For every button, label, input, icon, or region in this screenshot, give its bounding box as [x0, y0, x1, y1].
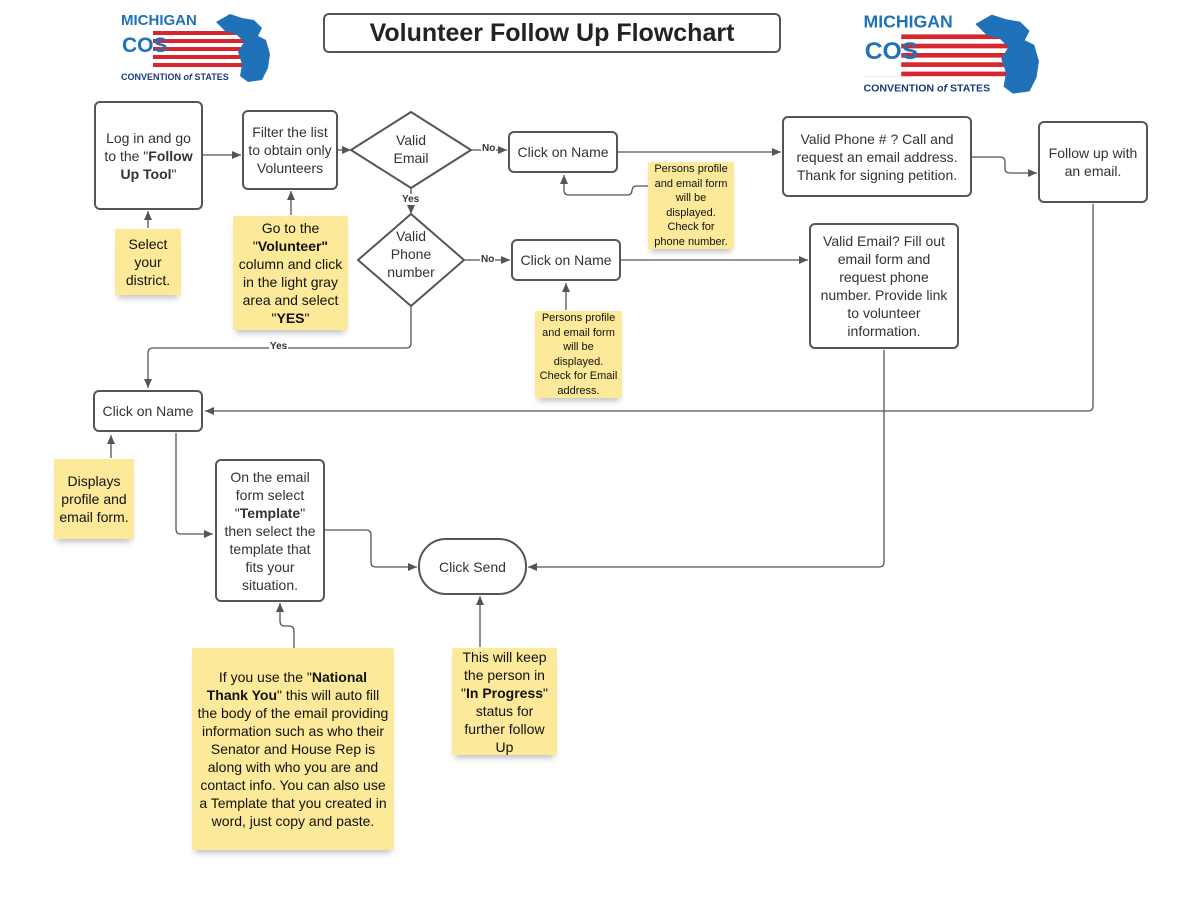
- michigan-map-icon: [975, 14, 1039, 94]
- note-national-text-bold: National Thank You: [206, 669, 368, 703]
- edge-template-send: [325, 529, 417, 571]
- node-click-name-2: Click on Name: [511, 239, 621, 281]
- note-profile-email-text: Persons profile and email form will be d…: [539, 312, 618, 397]
- page-title: Volunteer Follow Up Flowchart: [323, 13, 781, 53]
- note-profile-email: Persons profile and email form will be d…: [535, 311, 622, 398]
- logo-flag-stripes: [121, 31, 248, 67]
- decision-valid-phone-shape: [357, 213, 465, 307]
- edge-national-template: [276, 603, 295, 648]
- logo-bottom-text: CONVENTION of STATES: [121, 72, 229, 82]
- note-national-text-pre: If you use the ": [218, 669, 312, 685]
- decision-valid-phone-label: Valid Phone number: [387, 228, 435, 280]
- node-valid-email-fill-text: Valid Email? Fill out email form and req…: [820, 233, 948, 339]
- node-valid-phone-call-text: Valid Phone # ? Call and request an emai…: [796, 130, 958, 183]
- logo-top-text: MICHIGAN: [864, 12, 953, 32]
- logo-flag-stripes: [863, 34, 1014, 77]
- edge-clickname3-template: [175, 433, 213, 538]
- node-login-text-bold: Follow Up Tool: [120, 147, 193, 182]
- note-in-progress-text-bold: In Progress: [465, 684, 544, 701]
- edge-validemailfill-send: [528, 350, 885, 571]
- node-follow-up-email-text: Follow up with an email.: [1048, 145, 1138, 179]
- node-template-text-post: " then select the template that fits you…: [224, 504, 316, 593]
- decision-valid-email-label: Valid Email: [393, 132, 429, 166]
- michigan-map-icon: [216, 14, 270, 82]
- node-click-send-text: Click Send: [439, 558, 506, 575]
- node-login: Log in and go to the "Follow Up Tool": [94, 101, 203, 210]
- decision-valid-email-shape: [350, 111, 472, 189]
- note-profile-phone-text: Persons profile and email form will be d…: [654, 163, 728, 248]
- logo-top-text: MICHIGAN: [121, 12, 197, 29]
- edge-followup-clickname3: [205, 204, 1094, 415]
- note-volunteer-text-post: ": [304, 310, 310, 326]
- edge-validphonecall-followup: [972, 156, 1037, 177]
- node-valid-email-fill: Valid Email? Fill out email form and req…: [809, 223, 959, 349]
- node-template-text-bold: Template: [239, 504, 301, 521]
- note-select-district: Select your district.: [115, 229, 181, 295]
- note-national-text-post: " this will auto fill the body of the em…: [197, 687, 389, 829]
- note-in-progress-text-pre: This will keep the person in ": [461, 648, 547, 701]
- note-profile-phone: Persons profile and email form will be d…: [648, 162, 734, 249]
- node-login-text-post: ": [171, 165, 177, 182]
- michigan-cos-logo-right: MICHIGAN COS CONVENTION of STATES: [863, 12, 1039, 94]
- node-click-name-3: Click on Name: [93, 390, 203, 432]
- note-volunteer-text-bold1: Volunteer": [257, 238, 329, 254]
- node-click-send: Click Send: [418, 538, 527, 595]
- note-select-district-text: Select your district.: [125, 236, 171, 288]
- note-displays-profile: Displays profile and email form.: [54, 459, 134, 539]
- michigan-cos-logo-left: MICHIGAN COS CONVENTION of STATES: [121, 12, 270, 82]
- logo-bottom-text: CONVENTION of STATES: [864, 82, 991, 94]
- node-template: On the email form select "Template" then…: [215, 459, 325, 602]
- edge-label-no-2: No: [480, 254, 496, 265]
- note-volunteer-column: Go to the "Volunteer" column and click i…: [233, 216, 348, 330]
- node-click-name-1-text: Click on Name: [517, 144, 609, 160]
- node-follow-up-email: Follow up with an email.: [1038, 121, 1148, 203]
- node-filter-text: Filter the list to obtain only Volunteer…: [248, 124, 332, 176]
- node-valid-phone-call: Valid Phone # ? Call and request an emai…: [782, 116, 972, 197]
- node-login-text-pre: Log in and go to the ": [104, 129, 191, 164]
- note-volunteer-text-bold2: YES: [276, 310, 305, 326]
- note-displays-profile-text: Displays profile and email form.: [59, 473, 129, 525]
- logo-cos-text: COS: [865, 38, 919, 65]
- node-click-name-3-text: Click on Name: [102, 403, 194, 419]
- note-in-progress: This will keep the person in "In Progres…: [452, 648, 557, 755]
- node-template-text-pre: On the email form select ": [230, 468, 310, 521]
- note-volunteer-text-mid: column and click in the light gray area …: [238, 256, 343, 326]
- node-click-name-1: Click on Name: [508, 131, 618, 173]
- logo-cos-text: COS: [122, 34, 168, 57]
- edge-profilephone-clickname1: [560, 175, 648, 196]
- note-in-progress-text-post: " status for further follow Up: [464, 684, 548, 755]
- edge-label-yes-2: Yes: [269, 341, 289, 352]
- edge-label-yes-1: Yes: [401, 194, 421, 205]
- edge-label-no-1: No: [481, 143, 497, 154]
- note-volunteer-text-pre: Go to the ": [252, 220, 320, 254]
- note-national-thank-you: If you use the "National Thank You" this…: [192, 648, 394, 850]
- node-filter: Filter the list to obtain only Volunteer…: [242, 110, 338, 190]
- node-click-name-2-text: Click on Name: [520, 252, 612, 268]
